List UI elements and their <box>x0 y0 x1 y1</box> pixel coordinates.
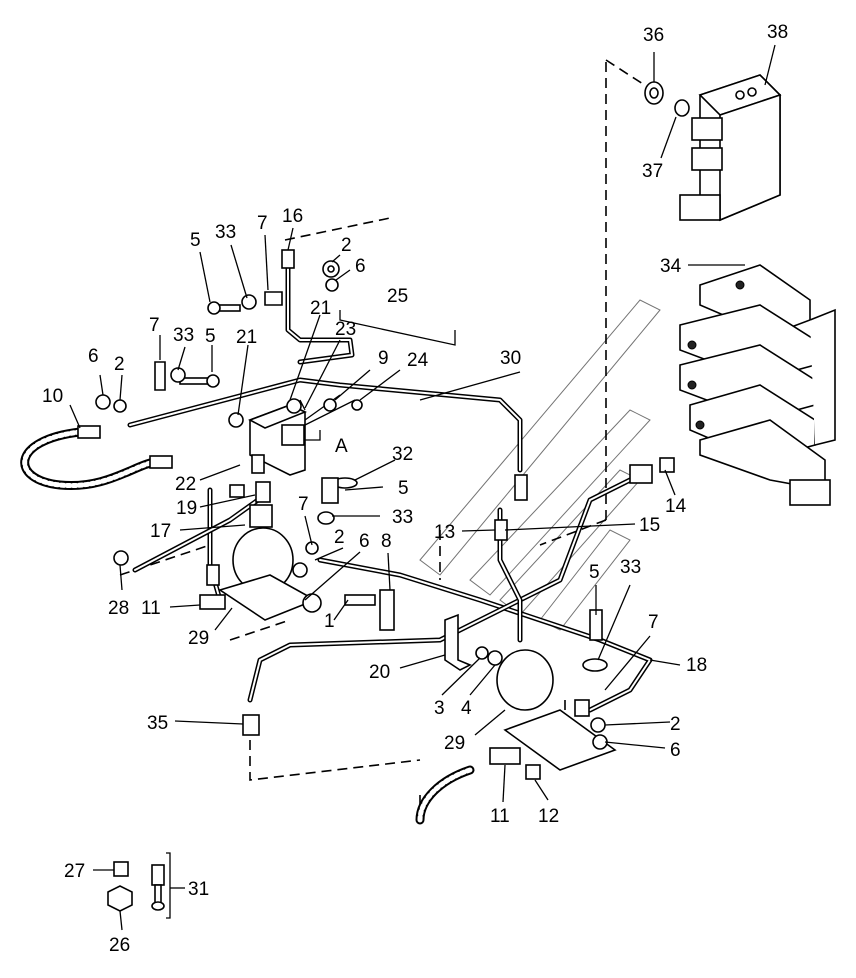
callout-7: 7 <box>298 494 309 515</box>
callout-6: 6 <box>359 531 370 552</box>
callout-1: 1 <box>324 611 335 632</box>
callout-29: 29 <box>444 733 465 754</box>
callout-10: 10 <box>42 386 63 407</box>
fittings-and-bolts <box>95 249 675 780</box>
accumulator-right <box>496 649 617 771</box>
callout-31: 31 <box>188 879 209 900</box>
callout-2: 2 <box>341 235 352 256</box>
callout-29: 29 <box>188 628 209 649</box>
callout-38: 38 <box>767 22 788 43</box>
callout-7: 7 <box>149 315 160 336</box>
hose-10 <box>20 425 173 491</box>
callout-2: 2 <box>334 527 345 548</box>
callout-18: 18 <box>686 655 707 676</box>
callout-12: 12 <box>538 806 559 827</box>
callout-22: 22 <box>175 474 196 495</box>
background-watermark <box>419 299 661 631</box>
control-valve-34 <box>679 264 836 506</box>
callout-A: A <box>335 436 348 457</box>
callout-35: 35 <box>147 713 168 734</box>
callout-33: 33 <box>215 222 236 243</box>
callout-33: 33 <box>620 557 641 578</box>
callout-11: 11 <box>490 806 510 827</box>
callout-34: 34 <box>660 256 682 277</box>
callout-36: 36 <box>643 25 664 46</box>
callout-27: 27 <box>64 861 85 882</box>
callout-33: 33 <box>173 325 194 346</box>
leader-lines <box>69 44 776 931</box>
callout-30: 30 <box>500 348 521 369</box>
valve-block-38 <box>679 74 782 222</box>
callout-6: 6 <box>355 256 366 277</box>
callout-5: 5 <box>398 478 409 499</box>
callout-17: 17 <box>150 521 171 542</box>
callout-11: 11 <box>141 598 161 619</box>
callout-19: 19 <box>176 498 197 519</box>
bracket-20 <box>444 613 472 671</box>
callout-14: 14 <box>665 496 687 517</box>
callout-5: 5 <box>589 562 600 583</box>
callout-8: 8 <box>381 531 392 552</box>
callout-21: 21 <box>310 298 331 319</box>
callout-21: 21 <box>236 327 257 348</box>
callout-5: 5 <box>190 230 201 251</box>
callout-7: 7 <box>648 612 659 633</box>
callout-labels: 36 38 37 16 7 33 5 2 6 34 25 21 23 7 33 … <box>42 22 788 956</box>
callout-2: 2 <box>114 354 125 375</box>
plug-37 <box>674 99 690 117</box>
callout-16: 16 <box>282 206 303 227</box>
part-group-31 <box>107 852 171 919</box>
callout-25: 25 <box>387 286 408 307</box>
callout-6: 6 <box>88 346 99 367</box>
callout-37: 37 <box>642 161 663 182</box>
callout-26: 26 <box>109 935 130 956</box>
callout-28: 28 <box>108 598 129 619</box>
callout-9: 9 <box>378 348 389 369</box>
callout-7: 7 <box>257 213 268 234</box>
solenoid-block <box>248 394 356 476</box>
callout-6: 6 <box>670 740 681 761</box>
callout-2: 2 <box>670 714 681 735</box>
hose-lower <box>415 765 475 825</box>
callout-33: 33 <box>392 507 413 528</box>
fitting-36 <box>644 81 664 105</box>
callout-3: 3 <box>434 698 445 719</box>
callout-32: 32 <box>392 444 413 465</box>
callout-23: 23 <box>335 319 356 340</box>
callout-24: 24 <box>407 350 429 371</box>
callout-20: 20 <box>369 662 390 683</box>
callout-4: 4 <box>461 698 472 719</box>
callout-13: 13 <box>434 522 455 543</box>
callout-5: 5 <box>205 326 216 347</box>
callout-15: 15 <box>639 515 660 536</box>
